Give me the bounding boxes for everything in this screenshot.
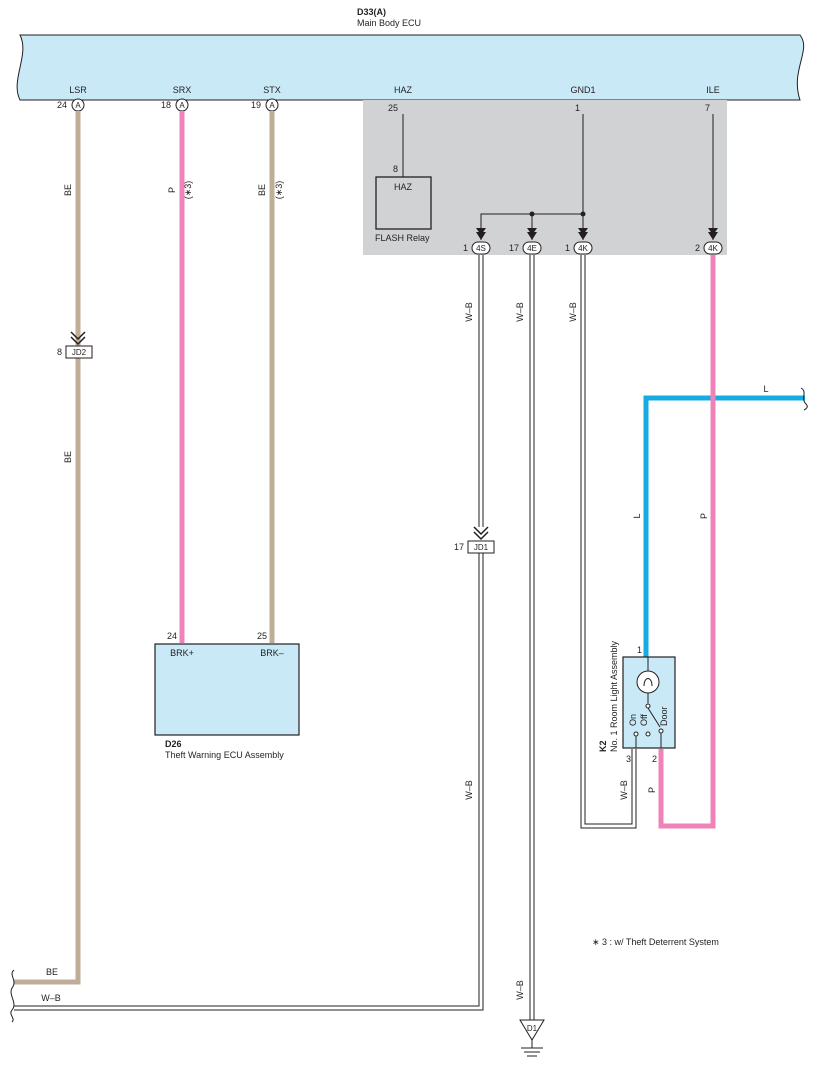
pin-srx: 18: [161, 100, 171, 110]
wire-label-be: BE: [63, 184, 73, 196]
junction-jd2-arrow: [70, 331, 86, 346]
wire-label-p: P: [699, 513, 709, 519]
footnote: ∗ 3 : w/ Theft Deterrent System: [592, 937, 719, 947]
terminal-lsr: LSR: [69, 85, 87, 95]
theft-ecu-pin-plus: 24: [167, 631, 177, 641]
room-light-name: No. 1 Room Light Assembly: [609, 640, 619, 752]
junction-jd1-pin: 17: [454, 542, 464, 552]
wire-label-be: BE: [63, 451, 73, 463]
wire-label-l: L: [632, 513, 642, 518]
wire-label-wb: W–B: [464, 780, 474, 800]
room-light-pin-1: 1: [637, 645, 642, 655]
switch-icon: [633, 703, 664, 748]
wire-wb-4k-room-light: [580, 255, 637, 829]
switch-pos-door: Door: [659, 706, 669, 726]
wire-label-wb: W–B: [464, 302, 474, 322]
wire-label-wb: W–B: [41, 993, 61, 1003]
wire-label-star3: (∗3): [183, 181, 193, 200]
terminal-haz: HAZ: [394, 85, 413, 95]
junction-arrow-4k-b: [708, 228, 718, 240]
wire-wb-4s: [478, 255, 484, 527]
theft-ecu-code: D26: [165, 739, 182, 749]
junction-4k-b-label: 4K: [708, 244, 718, 253]
junction-jd2: [65, 345, 93, 359]
pin-lsr: 24: [57, 100, 67, 110]
wire-label-wb: W–B: [515, 302, 525, 322]
junction-arrow-4s: [476, 228, 486, 240]
junction-4k-a-pin: 1: [565, 243, 570, 253]
room-light-pin-3: 3: [626, 754, 631, 764]
pin-haz: 25: [388, 103, 398, 113]
svg-text:A: A: [179, 101, 185, 110]
room-light-pin-2: 2: [652, 754, 657, 764]
wire-label-star3: (∗3): [274, 181, 284, 200]
theft-warning-ecu: [154, 643, 300, 736]
theft-ecu-brk-plus: BRK+: [170, 648, 194, 658]
main-body-ecu: [16, 34, 805, 101]
theft-ecu-pin-minus: 25: [257, 631, 267, 641]
wire-label-be: BE: [257, 184, 267, 196]
ground-d1-label: D1: [527, 1024, 538, 1033]
junction-4k-a: [573, 241, 593, 255]
wire-label-wb: W–B: [568, 302, 578, 322]
ground-symbol: [521, 1040, 543, 1057]
junction-jd2-pin: 8: [57, 347, 62, 357]
wire-p-ile: [658, 255, 716, 829]
flash-relay-name: FLASH Relay: [375, 233, 430, 243]
flash-relay: [375, 176, 432, 230]
flash-relay-pin: 8: [393, 164, 398, 174]
junction-jd1: [467, 540, 495, 554]
connector-a-marker: A: [71, 98, 85, 112]
wire-l: [643, 395, 805, 657]
svg-text:A: A: [75, 101, 81, 110]
ecu-name: Main Body ECU: [357, 18, 421, 28]
wire-label-wb: W–B: [619, 780, 629, 800]
junction-4s-label: 4S: [476, 244, 486, 253]
connector-a-marker: A: [265, 98, 279, 112]
terminal-ile: ILE: [706, 85, 720, 95]
switch-pos-on: On: [628, 714, 638, 726]
wire-label-wb: W–B: [515, 980, 525, 1000]
connector-a-marker: A: [175, 98, 189, 112]
wire-break-mark: [10, 969, 15, 1023]
pin-ile: 7: [705, 103, 710, 113]
terminal-stx: STX: [263, 85, 281, 95]
wire-be-lsr: [14, 111, 81, 985]
room-light-code: K2: [598, 740, 608, 752]
junction-4k-b: [703, 241, 723, 255]
wire-label-l: L: [763, 384, 768, 394]
wire-label-p: P: [647, 787, 657, 793]
junction-jd2-label: JD2: [72, 348, 87, 357]
junction-4e: [522, 241, 542, 255]
terminal-srx: SRX: [173, 85, 192, 95]
junction-4k-a-label: 4K: [578, 244, 588, 253]
ground-d1: [519, 1019, 545, 1041]
wire-wb-4e: [529, 255, 535, 1020]
bulb-icon: [636, 657, 660, 703]
switch-pos-off: Off: [639, 714, 649, 726]
wire-label-be: BE: [46, 967, 58, 977]
junction-jd1-label: JD1: [474, 543, 489, 552]
wire-label-p: P: [167, 187, 177, 193]
ecu-code: D33(A): [357, 7, 386, 17]
pin-gnd1: 1: [575, 103, 580, 113]
pin-stx: 19: [251, 100, 261, 110]
flash-relay-terminal: HAZ: [394, 182, 413, 192]
terminal-gnd1: GND1: [570, 85, 595, 95]
junction-4k-b-pin: 2: [695, 243, 700, 253]
junction-4e-pin: 17: [509, 243, 519, 253]
junction-jd1-arrow: [473, 526, 489, 541]
wire-break-mark: [800, 387, 808, 411]
junction-arrow-4k-a: [578, 228, 588, 240]
wire-wb-jd1-ground: [14, 553, 484, 1011]
theft-ecu-brk-minus: BRK–: [260, 648, 284, 658]
svg-text:A: A: [269, 101, 275, 110]
theft-ecu-name: Theft Warning ECU Assembly: [165, 750, 284, 760]
junction-arrow-4e: [527, 228, 537, 240]
junction-4e-label: 4E: [527, 244, 537, 253]
junction-4s: [471, 241, 491, 255]
junction-4s-pin: 1: [463, 243, 468, 253]
